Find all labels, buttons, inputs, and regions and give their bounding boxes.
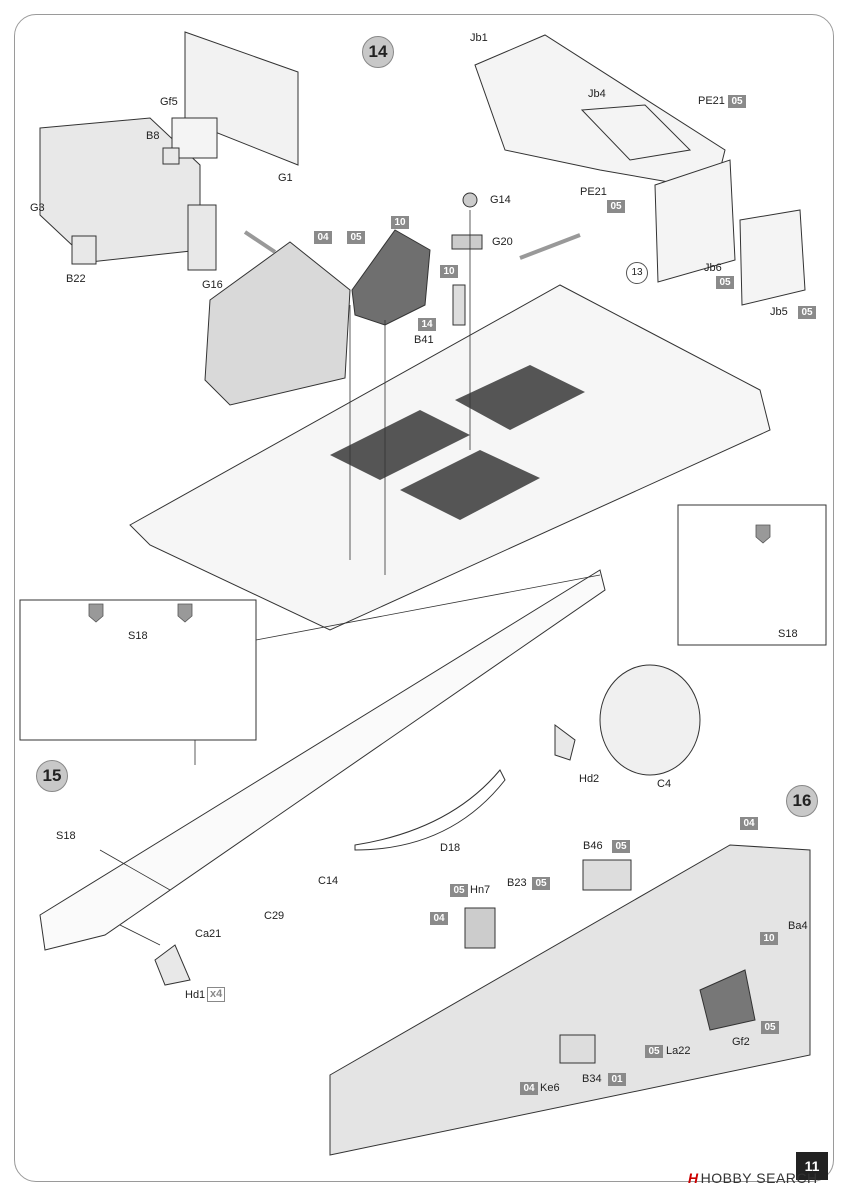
label-ca21: Ca21 — [195, 928, 222, 940]
part-hn7 — [464, 907, 496, 949]
watermark-logo: H — [688, 1170, 699, 1186]
code-seat-10: 10 — [391, 216, 409, 229]
label-d18: D18 — [440, 842, 461, 854]
label-c4: C4 — [657, 778, 672, 790]
code-b41-10: 10 — [440, 265, 458, 278]
step-15-marker: 15 — [36, 760, 68, 792]
part-g14 — [462, 192, 478, 208]
inset-s18-right — [677, 504, 827, 646]
label-b46: B46 — [583, 840, 603, 852]
label-g3: G3 — [30, 202, 45, 214]
label-pe21-bottom: PE21 — [580, 186, 607, 198]
label-ke6: Ke6 — [540, 1082, 560, 1094]
label-hd2: Hd2 — [579, 773, 600, 785]
label-jb1: Jb1 — [470, 32, 488, 44]
label-b41: B41 — [414, 334, 434, 346]
label-b23: B23 — [507, 877, 527, 889]
label-b22: B22 — [66, 273, 86, 285]
part-g20 — [451, 234, 483, 250]
label-hd1: Hd1 — [185, 989, 206, 1001]
part-d18 — [354, 769, 506, 851]
part-g1 — [184, 31, 299, 166]
label-g1: G1 — [278, 172, 293, 184]
step-16-marker: 16 — [786, 785, 818, 817]
part-b41 — [452, 284, 466, 326]
code-ke6: 04 — [520, 1082, 538, 1095]
label-c29: C29 — [264, 910, 285, 922]
label-gf2: Gf2 — [732, 1036, 750, 1048]
code-jb5: 05 — [798, 306, 816, 319]
part-b34 — [559, 1034, 596, 1064]
label-s18-inset-right: S18 — [778, 628, 798, 640]
engine-grilles — [330, 365, 585, 520]
code-pe21-bottom: 05 — [607, 200, 625, 213]
watermark-text: HOBBY SEARCH — [700, 1170, 818, 1186]
code-block-05: 05 — [347, 231, 365, 244]
code-ba4: 04 — [740, 817, 758, 830]
part-jb5 — [739, 209, 806, 306]
part-hd2 — [554, 724, 576, 761]
code-b34: 01 — [608, 1073, 626, 1086]
part-hd1 — [154, 944, 191, 986]
label-c14: C14 — [318, 875, 339, 887]
multiplier-hd1: x4 — [207, 987, 226, 1002]
code-hn7-05: 05 — [450, 884, 468, 897]
step-14-marker: 14 — [362, 36, 394, 68]
label-g16: G16 — [202, 279, 223, 291]
label-g14: G14 — [490, 194, 511, 206]
code-b46: 05 — [612, 840, 630, 853]
label-g20: G20 — [492, 236, 513, 248]
code-gf2-05: 05 — [761, 1021, 779, 1034]
part-b22 — [71, 235, 97, 265]
page-number: 11 — [796, 1152, 828, 1180]
label-jb6: Jb6 — [704, 262, 722, 274]
code-b23: 05 — [532, 877, 550, 890]
label-s18-side: S18 — [56, 830, 76, 842]
part-seat — [351, 229, 431, 326]
code-jb6: 05 — [716, 276, 734, 289]
label-b8: B8 — [146, 130, 160, 142]
part-side-panel — [39, 569, 606, 951]
label-b34: B34 — [582, 1073, 602, 1085]
label-la22: La22 — [666, 1045, 691, 1057]
code-b41-14: 14 — [418, 318, 436, 331]
part-block-04 — [204, 241, 351, 406]
part-g16 — [187, 204, 217, 271]
code-block-04: 04 — [314, 231, 332, 244]
part-c4 — [599, 664, 701, 776]
part-hull — [129, 284, 771, 631]
label-pe21-top: PE21 — [698, 95, 725, 107]
part-b46 — [582, 859, 632, 891]
label-jb5: Jb5 — [770, 306, 788, 318]
label-gf5: Gf5 — [160, 96, 178, 108]
label-hn7: Hn7 — [470, 884, 491, 896]
label-jb4: Jb4 — [588, 88, 606, 100]
label-s18-inset-left: S18 — [128, 630, 148, 642]
part-ba4 — [329, 844, 811, 1156]
inset-s18-left — [19, 599, 257, 741]
code-pe21-top: 05 — [728, 95, 746, 108]
label-ba4: Ba4 — [788, 920, 808, 932]
part-jb4 — [580, 104, 692, 161]
code-hn7-04: 04 — [430, 912, 448, 925]
code-la22: 05 — [645, 1045, 663, 1058]
part-b8 — [162, 147, 180, 165]
part-gf2 — [699, 969, 756, 1031]
code-gf2-10: 10 — [760, 932, 778, 945]
part-jb6 — [654, 159, 736, 283]
reference-step-13: 13 — [626, 262, 648, 284]
